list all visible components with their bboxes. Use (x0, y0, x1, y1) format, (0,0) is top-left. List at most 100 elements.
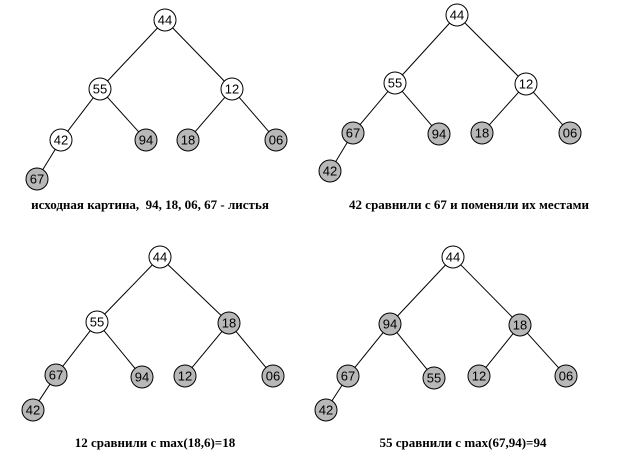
tree-node-label: 42 (323, 164, 337, 179)
tree-node-label: 18 (475, 126, 489, 141)
panel-caption: исходная картина, 94, 18, 06, 67 - листь… (31, 197, 269, 212)
tree-edge (62, 330, 91, 367)
tree-node-label: 18 (222, 316, 236, 331)
tree-edge (532, 91, 564, 126)
tree-node (508, 313, 532, 337)
tree-edge (106, 96, 140, 133)
tree-edge (488, 91, 520, 126)
tree-node-label: 42 (319, 403, 333, 418)
tree-node-label: 12 (472, 369, 486, 384)
tree-node-label: 06 (266, 369, 280, 384)
tree-edge (331, 384, 343, 402)
panel-caption: 12 сравнили с max(18,6)=18 (75, 435, 236, 450)
tree-node (261, 364, 285, 388)
tree-node-label: 06 (559, 369, 573, 384)
tree-node-label: 18 (513, 318, 527, 333)
tree-edge (485, 333, 514, 368)
tree-node-label: 94 (383, 317, 397, 332)
tree-node-label: 94 (432, 127, 446, 142)
tree-node-label: 67 (346, 126, 360, 141)
tree-edge (238, 97, 270, 132)
tree-node (49, 128, 73, 152)
tree-edge (526, 332, 560, 369)
heap-panel-1: 44 55 12 42 94 18 06 67 исходная картина, 94, 18… (25, 8, 288, 212)
tree-node (88, 77, 112, 101)
tree-node-label: 44 (450, 8, 464, 23)
tree-node (318, 159, 342, 183)
heap-panel-4: 44 94 18 67 55 12 06 42 55 сравнили с max(67,94)… (314, 245, 578, 450)
tree-edge (42, 149, 56, 170)
tree-node (336, 364, 360, 388)
tree-node-label: 55 (90, 315, 104, 330)
tree-node (314, 398, 338, 422)
tree-node (220, 77, 244, 101)
tree-node (44, 363, 68, 387)
tree-node (264, 128, 288, 152)
tree-edge (401, 91, 433, 126)
tree-edge (167, 264, 222, 316)
tree-node (514, 72, 538, 96)
tree-node (25, 167, 49, 191)
tree-edge (359, 91, 389, 125)
tree-edge (38, 383, 51, 402)
tree-node-label: 55 (427, 371, 441, 386)
tree-edge (191, 331, 223, 368)
tree-node-label: 44 (153, 250, 167, 265)
tree-node-label: 12 (519, 77, 533, 92)
tree-edge (335, 142, 348, 162)
tree-edge (397, 264, 446, 317)
tree-node (148, 245, 172, 269)
tree-node (21, 398, 45, 422)
tree-node (383, 71, 407, 95)
tree-node-label: 67 (341, 369, 355, 384)
tree-node (427, 122, 451, 146)
tree-node (470, 121, 494, 145)
tree-node (341, 121, 365, 145)
tree-node-label: 42 (54, 133, 68, 148)
tree-node-label: 67 (49, 368, 63, 383)
tree-node-label: 55 (93, 82, 107, 97)
tree-node (130, 365, 154, 389)
tree-edge (396, 332, 428, 370)
tree-node (467, 364, 491, 388)
tree-node-label: 12 (178, 369, 192, 384)
tree-node-label: 55 (388, 76, 402, 91)
tree-edge (460, 264, 513, 318)
tree-node-label: 67 (30, 172, 44, 187)
tree-edge (172, 27, 225, 82)
tree-edge (354, 332, 384, 368)
tree-node-label: 18 (181, 133, 195, 148)
tree-node-label: 12 (225, 82, 239, 97)
tree-node-label: 94 (139, 133, 153, 148)
tree-edge (464, 22, 519, 77)
tree-node (85, 310, 109, 334)
tree-node (554, 364, 578, 388)
tree-node-label: 44 (446, 250, 460, 265)
tree-node (378, 312, 402, 336)
panel-caption: 42 сравнили с 67 и поменяли их местами (349, 197, 589, 212)
tree-node-label: 44 (158, 13, 172, 28)
heap-panel-3: 44 55 18 67 94 12 06 42 12 сравнили с max(18,6)=… (21, 245, 285, 450)
tree-node-label: 94 (135, 370, 149, 385)
tree-node (558, 121, 582, 145)
tree-node (422, 366, 446, 390)
panel-caption: 55 сравнили с max(67,94)=94 (380, 435, 547, 450)
tree-node-label: 42 (26, 403, 40, 418)
tree-node (153, 8, 177, 32)
tree-node (445, 3, 469, 27)
tree-edge (104, 264, 153, 315)
tree-node (176, 128, 200, 152)
tree-node (217, 311, 241, 335)
tree-node-label: 06 (563, 126, 577, 141)
tree-edge (107, 27, 158, 82)
tree-edge (67, 97, 94, 132)
heap-panel-2: 44 55 12 67 94 18 06 42 42 сравнили с 67 и помен… (318, 3, 589, 212)
tree-node-label: 06 (269, 133, 283, 148)
tree-node (441, 245, 465, 269)
tree-edge (235, 331, 267, 368)
tree-node (173, 364, 197, 388)
tree-edge (402, 22, 450, 76)
tree-edge (194, 97, 226, 132)
